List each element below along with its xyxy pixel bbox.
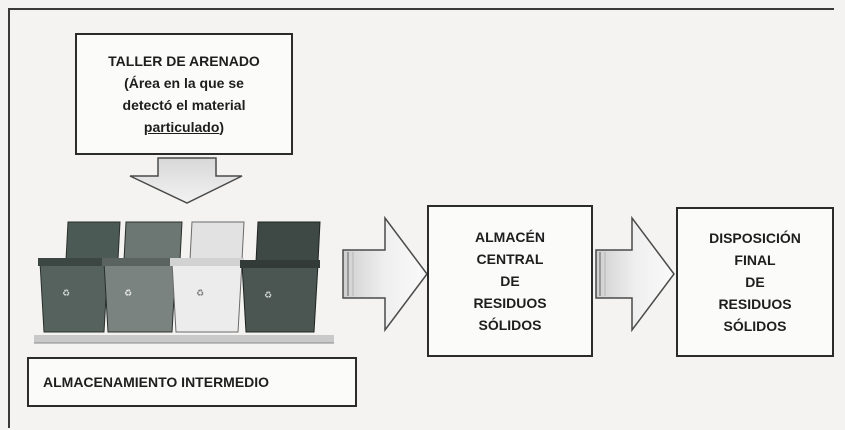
source-line-4: particulado) xyxy=(144,116,224,138)
sandblasting-workshop-box: TALLER DE ARENADO (Área en la que se det… xyxy=(75,33,293,155)
intermediate-storage-label: ALMACENAMIENTO INTERMEDIO xyxy=(27,357,357,407)
diagram-frame xyxy=(8,8,834,428)
final-line-2: FINAL xyxy=(734,252,776,268)
central-line-2: CENTRAL xyxy=(476,251,544,267)
source-line-2: (Área en la que se xyxy=(124,75,244,91)
svg-text:♻: ♻ xyxy=(124,289,132,299)
central-line-4: RESIDUOS xyxy=(473,295,547,311)
svg-text:♻: ♻ xyxy=(264,291,272,301)
central-line-1: ALMACÉN xyxy=(475,229,545,245)
central-line-3: DE xyxy=(500,273,520,289)
final-disposal-box: DISPOSICIÓN FINAL DE RESIDUOS SÓLIDOS xyxy=(676,207,834,357)
final-line-5: SÓLIDOS xyxy=(723,318,787,334)
source-line-1: TALLER DE ARENADO xyxy=(108,53,260,69)
central-line-5: SÓLIDOS xyxy=(478,317,542,333)
final-line-4: RESIDUOS xyxy=(718,296,792,312)
final-line-1: DISPOSICIÓN xyxy=(709,230,801,246)
svg-text:♻: ♻ xyxy=(196,289,204,299)
intermediate-storage-text: ALMACENAMIENTO INTERMEDIO xyxy=(43,374,270,390)
final-line-3: DE xyxy=(745,274,765,290)
central-storage-box: ALMACÉN CENTRAL DE RESIDUOS SÓLIDOS xyxy=(427,205,593,357)
source-underlined-word: particulado xyxy=(143,119,220,135)
source-line-3: detectó el material xyxy=(122,97,246,113)
source-closing-paren: ) xyxy=(219,119,225,135)
svg-text:♻: ♻ xyxy=(62,289,70,299)
